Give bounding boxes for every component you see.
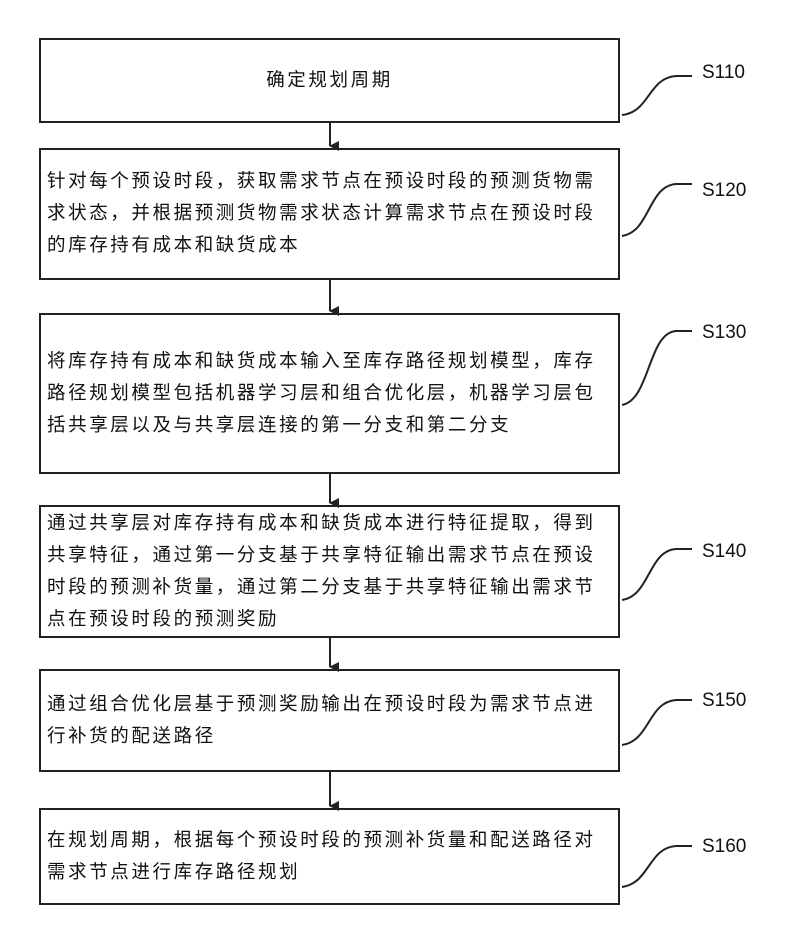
leader-s160 xyxy=(622,846,692,887)
step-label-s160: S160 xyxy=(702,836,746,858)
step-label-s150: S150 xyxy=(702,690,746,712)
step-label-s110: S110 xyxy=(702,62,745,84)
step-label-s140: S140 xyxy=(702,541,746,563)
step-label-s120: S120 xyxy=(702,180,746,202)
leader-s120 xyxy=(622,184,692,236)
leader-s150 xyxy=(622,700,692,745)
leader-s110 xyxy=(622,76,692,115)
leader-s140 xyxy=(622,549,692,600)
leader-s130 xyxy=(622,331,692,405)
step-label-s130: S130 xyxy=(702,322,746,344)
